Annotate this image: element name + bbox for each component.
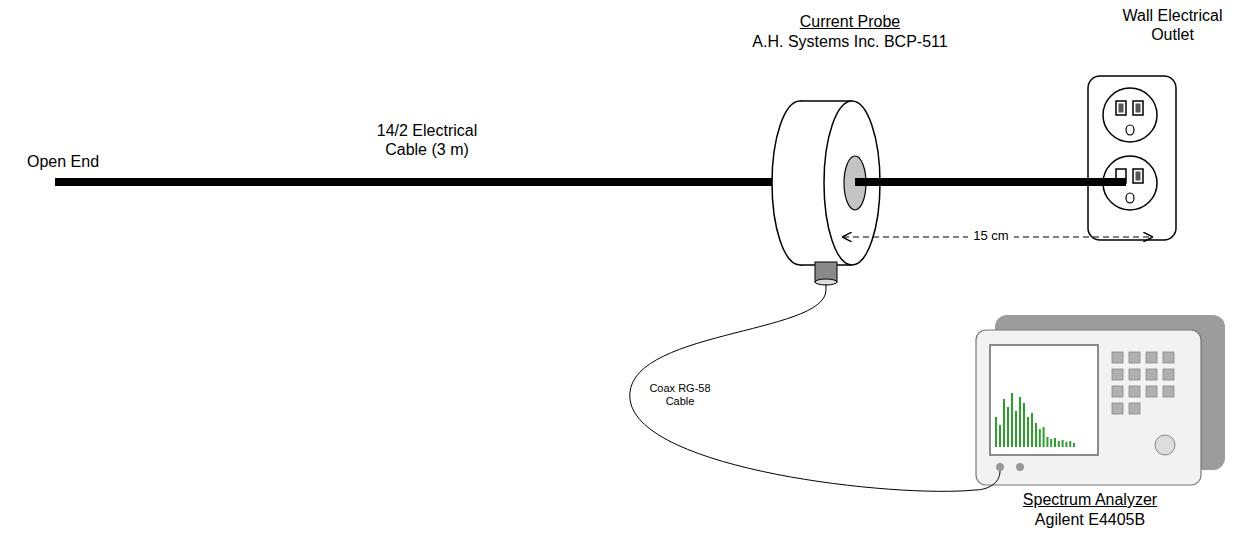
coax-label: Coax RG-58 Cable	[646, 382, 714, 408]
power-cable	[960, 178, 1085, 186]
dimension-line	[843, 236, 1152, 237]
cable-label: 14/2 Electrical Cable (3 m)	[362, 121, 492, 159]
node-text: A.H. Systems Inc. BCP-511	[740, 32, 960, 51]
current-probe-drawing	[740, 12, 960, 290]
electrical-cable	[55, 178, 800, 186]
dimension-label: 15 cm	[968, 228, 1014, 243]
node-text: Wall Electrical Outlet	[1110, 6, 1235, 44]
current-probe: Current ProbeA.H. Systems Inc. BCP-511	[740, 12, 960, 290]
coax-cable	[630, 290, 975, 491]
node-text: Agilent E4405B	[990, 510, 1190, 529]
node-text: Current Probe	[740, 12, 960, 31]
spectrum-analyzer: Spectrum AnalyzerAgilent E4405B	[975, 312, 1230, 534]
open-end-label: Open End	[8, 152, 118, 171]
wall-outlet: Wall Electrical Outlet	[1085, 4, 1235, 244]
node-text: Spectrum Analyzer	[990, 490, 1190, 509]
